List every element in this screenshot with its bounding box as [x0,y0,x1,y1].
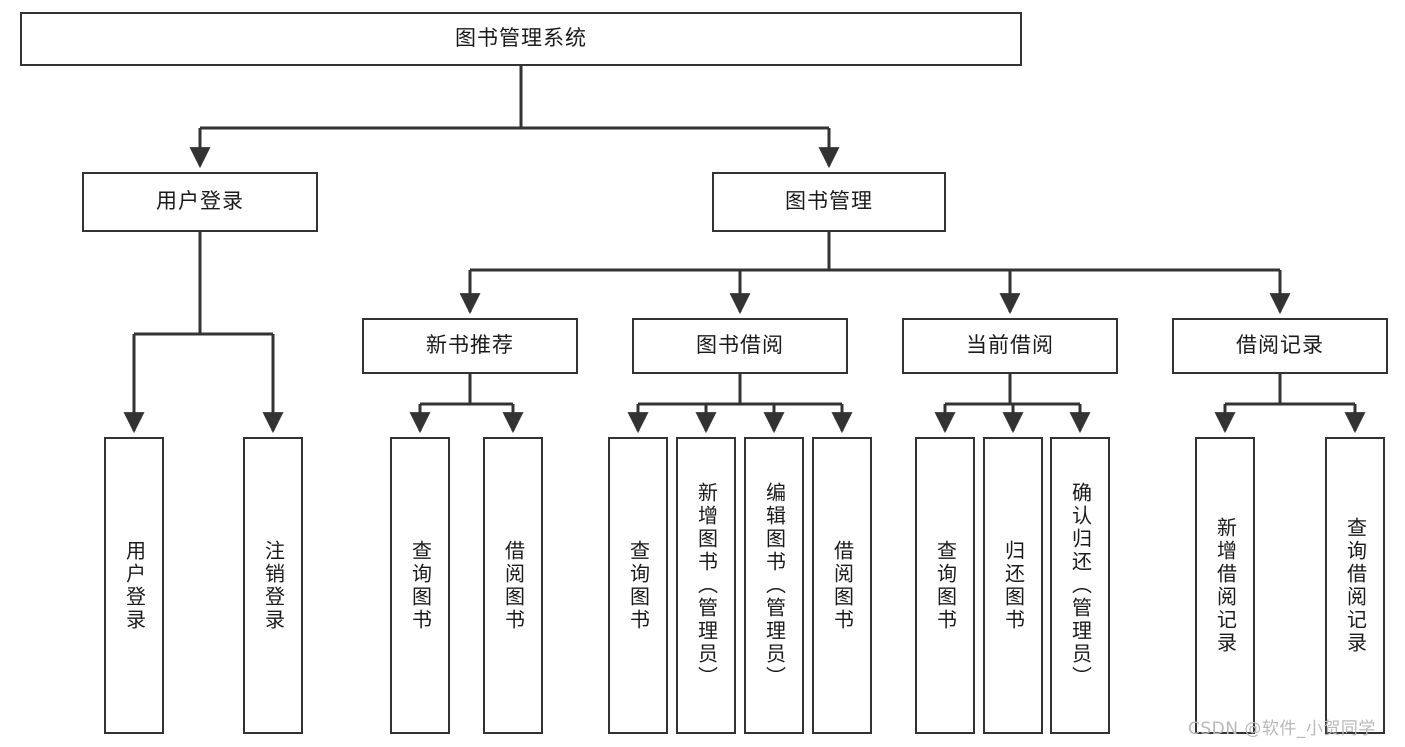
leaf-confirm-return-admin[interactable]: 确认归还（管理员） [1050,437,1110,734]
node-borrow-record[interactable]: 借阅记录 [1172,318,1388,374]
node-user-login[interactable]: 用户登录 [82,172,318,232]
node-book-borrow[interactable]: 图书借阅 [632,318,848,374]
leaf-query-book-newbook-label: 查询图书 [408,539,433,632]
leaf-query-book-borrow[interactable]: 查询图书 [608,437,668,734]
node-current-borrow[interactable]: 当前借阅 [902,318,1118,374]
leaf-logout-label: 注销登录 [261,539,286,632]
leaf-return-book-label: 归还图书 [1001,539,1026,632]
node-root-label: 图书管理系统 [455,26,587,51]
leaf-add-borrow-record-label: 新增借阅记录 [1213,516,1238,655]
leaf-logout[interactable]: 注销登录 [243,437,303,734]
node-user-login-label: 用户登录 [156,189,244,214]
leaf-confirm-return-admin-label: 确认归还（管理员） [1068,482,1093,689]
leaf-borrow-book[interactable]: 借阅图书 [812,437,872,734]
node-current-borrow-label: 当前借阅 [966,333,1054,358]
node-borrow-record-label: 借阅记录 [1236,333,1324,358]
node-book-management[interactable]: 图书管理 [712,172,946,232]
leaf-edit-book-admin-label: 编辑图书（管理员） [762,482,787,689]
node-root[interactable]: 图书管理系统 [20,12,1022,66]
leaf-add-book-admin[interactable]: 新增图书（管理员） [676,437,736,734]
leaf-query-book-current[interactable]: 查询图书 [915,437,975,734]
leaf-borrow-book-newbook[interactable]: 借阅图书 [483,437,543,734]
leaf-add-book-admin-label: 新增图书（管理员） [694,482,719,689]
node-book-management-label: 图书管理 [785,189,873,214]
leaf-query-borrow-record[interactable]: 查询借阅记录 [1325,437,1385,734]
leaf-return-book[interactable]: 归还图书 [983,437,1043,734]
leaf-query-book-current-label: 查询图书 [933,539,958,632]
leaf-query-borrow-record-label: 查询借阅记录 [1343,516,1368,655]
leaf-edit-book-admin[interactable]: 编辑图书（管理员） [744,437,804,734]
leaf-borrow-book-label: 借阅图书 [830,539,855,632]
leaf-borrow-book-newbook-label: 借阅图书 [501,539,526,632]
leaf-query-book-borrow-label: 查询图书 [626,539,651,632]
node-new-book-recommend[interactable]: 新书推荐 [362,318,578,374]
leaf-add-borrow-record[interactable]: 新增借阅记录 [1195,437,1255,734]
leaf-query-book-newbook[interactable]: 查询图书 [390,437,450,734]
leaf-user-login-label: 用户登录 [122,539,147,632]
watermark: CSDN @软件_小贺同学 [1188,719,1376,739]
leaf-user-login[interactable]: 用户登录 [104,437,164,734]
node-book-borrow-label: 图书借阅 [696,333,784,358]
node-new-book-recommend-label: 新书推荐 [426,333,514,358]
